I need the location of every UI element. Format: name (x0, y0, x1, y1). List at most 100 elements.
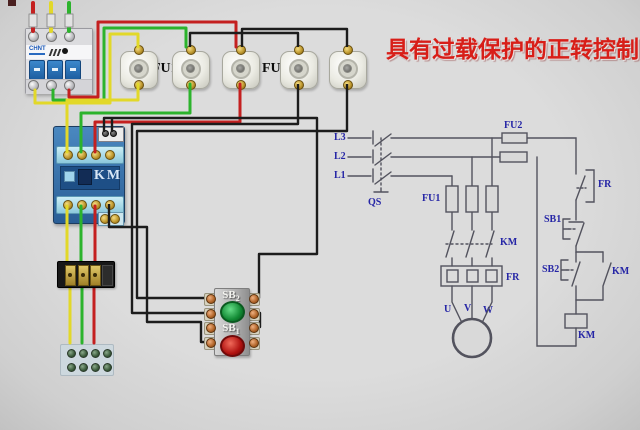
sch-fu1-fuse-2 (465, 185, 479, 213)
sch-l3-to-fr (526, 137, 577, 175)
sch-label-l1: L1 (334, 170, 346, 181)
corner-mark (8, 0, 16, 6)
sch-km-contact-2 (465, 230, 475, 267)
sch-fu2-fuse-b (499, 151, 528, 163)
sch-label-qs: QS (368, 197, 382, 208)
button-screw (249, 309, 259, 319)
sch-km-contact-3 (485, 230, 495, 267)
breaker-to-fuse-wires (33, 20, 238, 105)
fuse-3 (222, 51, 260, 89)
sch-phase-drops (451, 137, 493, 231)
sch-label-fu2: FU2 (504, 120, 523, 131)
sch-km-aux-contact (602, 251, 612, 301)
sch-fr-contact (575, 169, 595, 203)
panel-screw (67, 349, 76, 358)
fuse-to-contactor-wires (65, 82, 242, 154)
contactor-screw (105, 150, 115, 160)
stop-button-red (220, 335, 245, 357)
wire-ferrule (46, 13, 56, 28)
wire-green-to-fuse2 (51, 26, 188, 102)
sch-fu1-fuse-1 (445, 185, 459, 213)
panel-screw (79, 363, 88, 372)
sch-fr-element (446, 269, 459, 283)
page-title: 具有过载保护的正转控制 (386, 36, 639, 62)
sch-motor-leads (451, 285, 493, 326)
sch-label-sb1: SB1 (544, 214, 562, 225)
breaker-blue-line (29, 53, 45, 55)
terminal-slot (78, 265, 89, 286)
contactor-window (64, 171, 75, 182)
wire-black-fuse4-sb2 (130, 84, 300, 315)
sch-label-sb2: SB2 (542, 264, 560, 275)
sch-qs-tbar (373, 187, 389, 193)
sch-label-l2: L2 (334, 151, 346, 162)
button-screw (249, 338, 259, 348)
supply-wires (28, 1, 74, 33)
sch-sb1-contact (568, 199, 585, 247)
sch-sb2-bracket (560, 259, 569, 281)
sch-fr-element (485, 269, 498, 283)
contactor-face: KM (60, 166, 120, 190)
breaker-brand-logo: CHNT (29, 46, 46, 52)
wire-red-fuse3-contactor (93, 82, 242, 154)
fuse-group-label-fu1: FU1 (152, 61, 178, 76)
sch-split-top (575, 245, 604, 253)
sch-coil-return (536, 156, 577, 347)
panel-screw (103, 363, 112, 372)
sb2-button-label: SB2 (222, 289, 240, 304)
wire-ferrule (64, 13, 74, 28)
motor-feed-wires (65, 204, 97, 345)
breaker-indicator-dot (62, 48, 68, 54)
button-screw (206, 338, 216, 348)
sch-km-coil (564, 313, 588, 329)
sch-fu1-fuse-3 (485, 185, 499, 213)
sch-label-km-main: KM (500, 237, 518, 248)
panel-screw (91, 349, 100, 358)
sch-motor-circle (451, 317, 493, 359)
control-fuse-jumpers (188, 27, 349, 47)
terminal-block (57, 261, 115, 288)
sch-label-l3: L3 (334, 132, 346, 143)
sch-label-fr-contact: FR (598, 179, 612, 190)
button-screw (249, 323, 259, 333)
wire-yellow-to-fuse1 (33, 32, 140, 105)
sch-l2-line (347, 149, 501, 166)
wire-ferrule (28, 13, 38, 28)
wire-black-fuse2-fuse4 (188, 31, 300, 47)
sch-fr-box (440, 265, 503, 287)
schematic (347, 130, 612, 359)
fuse-2 (172, 51, 210, 89)
pushbutton-unit: SB2 SB1 (204, 288, 260, 357)
terminal-slot (65, 265, 76, 286)
sch-sb2-contact (571, 251, 581, 301)
breaker-bottom-terminals (26, 79, 92, 94)
sch-l3-line (347, 130, 503, 147)
sch-label-u: U (444, 304, 452, 315)
wire-green-fuse2-contactor (79, 82, 192, 154)
sch-label-fr-box: FR (506, 272, 520, 283)
aux-screw (102, 130, 109, 137)
start-button-green (220, 301, 245, 323)
sch-fr-element (466, 269, 479, 283)
sch-label-km-coil: KM (578, 330, 596, 341)
button-screw (206, 294, 216, 304)
button-screw (206, 309, 216, 319)
sch-km-contact-1 (445, 230, 455, 267)
wire-black-fuse3-fuse5 (240, 27, 349, 47)
sch-fu2-fuse-a (501, 132, 528, 144)
sch-label-v: V (464, 303, 472, 314)
terminal-slot (90, 265, 101, 286)
wire-black-fuse5-sb2 (135, 84, 349, 300)
sch-label-fu1: FU1 (422, 193, 441, 204)
wire-black-contactor-sb1 (107, 204, 210, 344)
panel-screw (103, 349, 112, 358)
sch-sb1-bracket (562, 218, 571, 240)
contactor-button (78, 169, 92, 185)
breaker-label-band: CHNT (26, 45, 92, 59)
sch-label-km-aux: KM (612, 266, 630, 277)
panel-screw (79, 349, 88, 358)
panel-screw (67, 363, 76, 372)
sb1-button-label: SB1 (222, 322, 240, 337)
